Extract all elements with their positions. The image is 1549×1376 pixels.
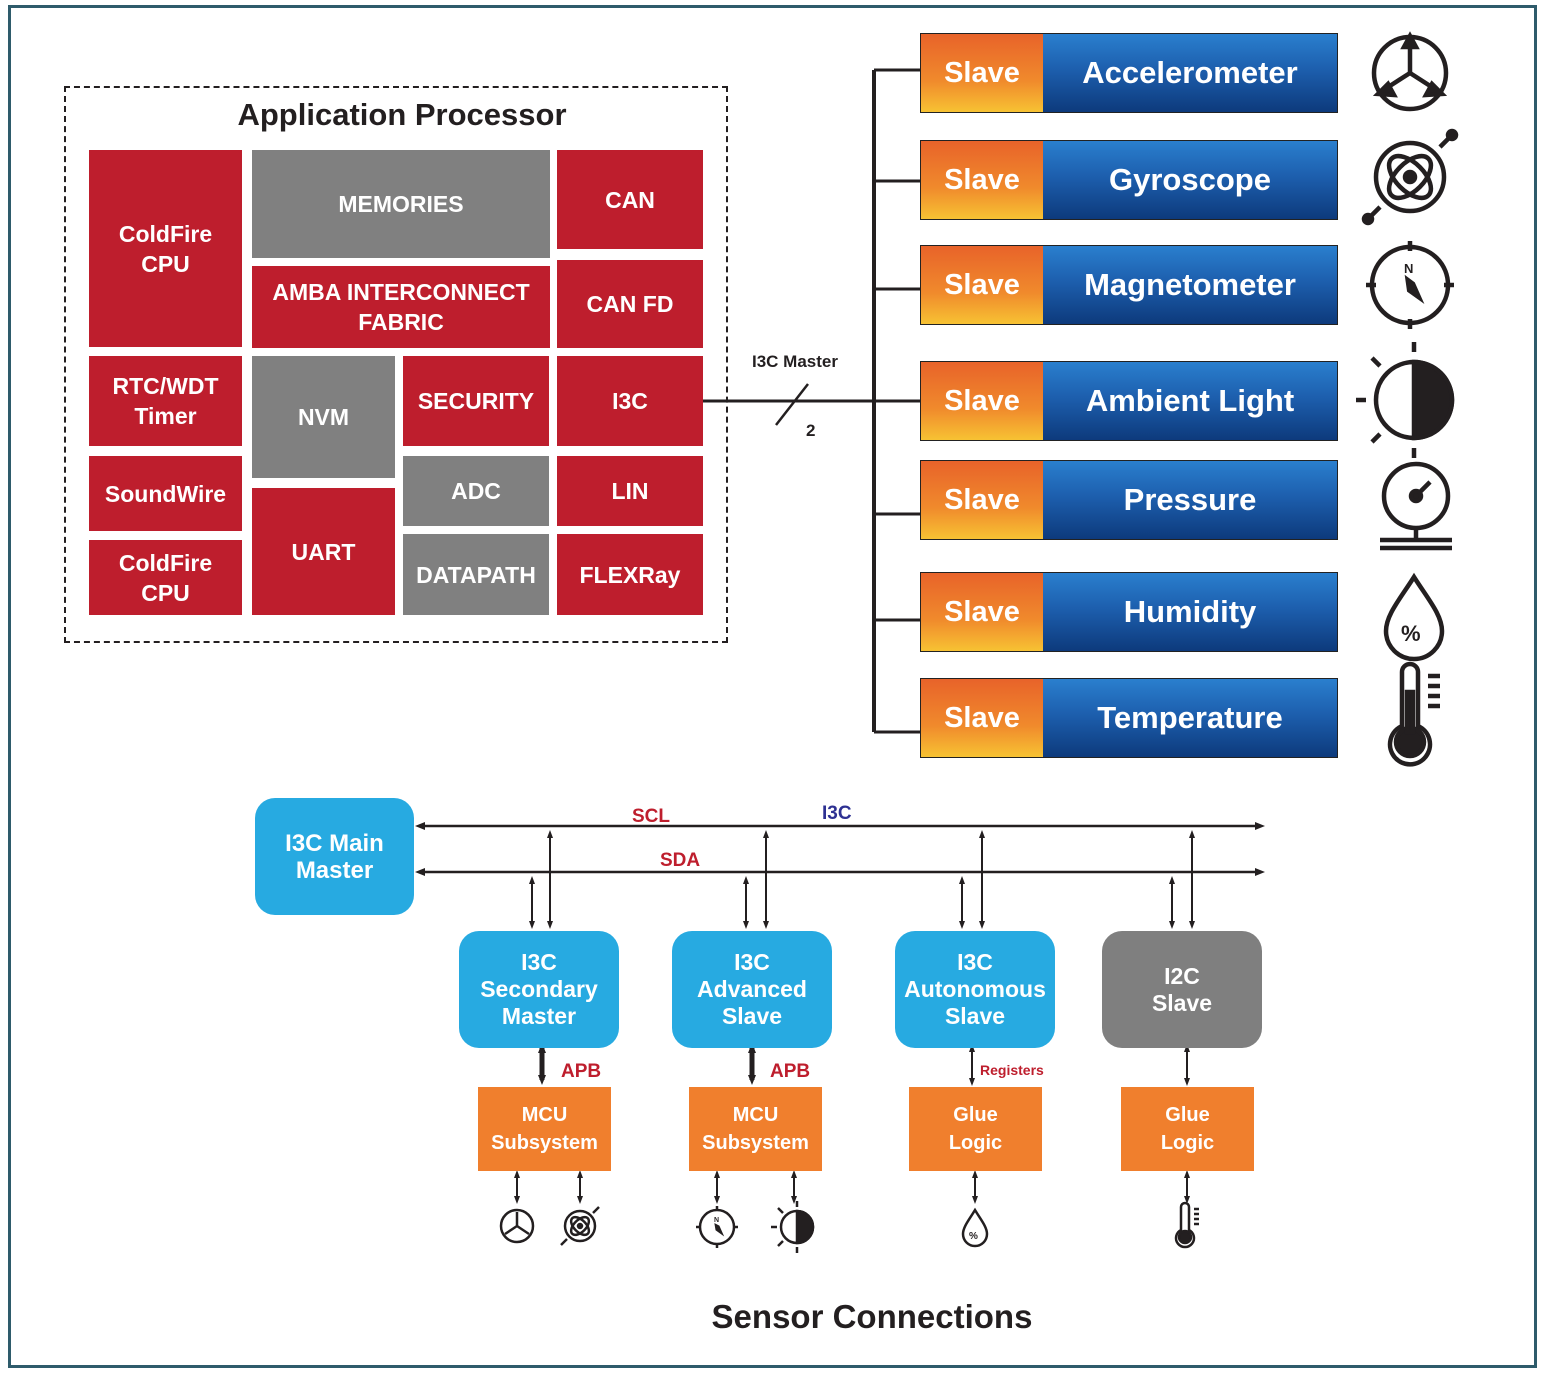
app-processor-title: Application Processor [237, 97, 567, 132]
sensor-icons-column: N % [1356, 31, 1459, 767]
apb-label: APB [561, 1061, 602, 1082]
can-block: CAN [557, 150, 703, 249]
sensor-name: Ambient Light [1043, 362, 1337, 440]
sensor-name: Pressure [1043, 461, 1337, 539]
slave-label: Slave [921, 34, 1043, 112]
sensor-name: Gyroscope [1043, 141, 1337, 219]
sensor-name: Magnetometer [1043, 246, 1337, 324]
sensor-row-humidity: Slave Humidity [920, 572, 1338, 652]
soundwire-block: SoundWire [89, 456, 242, 531]
accelerometer-icon [1371, 31, 1449, 112]
sensor-row-ambient-light: Slave Ambient Light [920, 361, 1338, 441]
app-processor-boundary [64, 86, 728, 643]
humidity-drop-icon: % [1383, 572, 1445, 662]
footer-title: Sensor Connections [711, 1298, 1033, 1335]
pressure-gauge-icon [1380, 461, 1452, 551]
slave-label: Slave [921, 141, 1043, 219]
glue-logic-block: Glue Logic [909, 1087, 1042, 1171]
sda-label: SDA [660, 850, 701, 871]
thermometer-icon [1387, 661, 1440, 767]
i3c-autonomous-slave-node: I3C Autonomous Slave [895, 931, 1055, 1048]
humidity-drop-icon: % [961, 1207, 989, 1248]
coldfire-cpu-block-2: ColdFire CPU [89, 540, 242, 615]
memories-block: MEMORIES [252, 150, 550, 258]
i3c-bus-lines: N % [415, 822, 1265, 1253]
thermometer-icon [1174, 1201, 1199, 1249]
sensor-row-temperature: Slave Temperature [920, 678, 1338, 758]
uart-block: UART [252, 488, 395, 615]
i3c-master-label: I3C Master [752, 352, 838, 371]
ambient-light-icon [771, 1201, 815, 1253]
i3c-advanced-slave-node: I3C Advanced Slave [672, 931, 832, 1048]
i3c-block: I3C [557, 356, 703, 446]
i3c-secondary-master-node: I3C Secondary Master [459, 931, 619, 1048]
slave-label: Slave [921, 461, 1043, 539]
i2c-slave-node: I2C Slave [1102, 931, 1262, 1048]
bus-width-label: 2 [806, 421, 816, 440]
datapath-block: DATAPATH [403, 534, 549, 615]
diagram-frame [8, 5, 1537, 1368]
mcu-subsystem-block: MCU Subsystem [478, 1087, 611, 1171]
gyroscope-icon [560, 1206, 600, 1246]
glue-logic-block: Glue Logic [1121, 1087, 1254, 1171]
i3c-bus-label: I3C [822, 803, 852, 824]
mcu-subsystem-block: MCU Subsystem [689, 1087, 822, 1171]
svg-text:N: N [1404, 261, 1413, 276]
sensor-row-magnetometer: Slave Magnetometer [920, 245, 1338, 325]
sensor-row-gyroscope: Slave Gyroscope [920, 140, 1338, 220]
sensor-name: Accelerometer [1043, 34, 1337, 112]
i3c-main-master-node: I3C Main Master [255, 798, 414, 915]
slave-label: Slave [921, 573, 1043, 651]
sensor-name: Humidity [1043, 573, 1337, 651]
slave-label: Slave [921, 679, 1043, 757]
adc-block: ADC [403, 456, 549, 526]
sensor-row-pressure: Slave Pressure [920, 460, 1338, 540]
amba-interconnect-block: AMBA INTERCONNECT FABRIC [252, 266, 550, 348]
slave-label: Slave [921, 362, 1043, 440]
rtc-wdt-timer-block: RTC/WDT Timer [89, 356, 242, 446]
sensor-name: Temperature [1043, 679, 1337, 757]
svg-text:%: % [969, 1231, 978, 1242]
compass-icon: N [696, 1206, 738, 1248]
security-block: SECURITY [403, 356, 549, 446]
registers-label: Registers [980, 1062, 1044, 1078]
can-fd-block: CAN FD [557, 260, 703, 348]
ambient-light-icon [1356, 342, 1455, 458]
svg-text:%: % [1401, 621, 1421, 646]
slave-label: Slave [921, 246, 1043, 324]
accelerometer-icon [499, 1208, 535, 1244]
lin-block: LIN [557, 456, 703, 526]
gyroscope-icon [1361, 128, 1459, 226]
sensor-row-accelerometer: Slave Accelerometer [920, 33, 1338, 113]
apb-label: APB [770, 1061, 811, 1082]
svg-text:N: N [714, 1217, 719, 1224]
compass-icon: N [1366, 241, 1454, 329]
i3c-bus-wiring [703, 68, 920, 734]
coldfire-cpu-block: ColdFire CPU [89, 150, 242, 347]
nvm-block: NVM [252, 356, 395, 478]
flexray-block: FLEXRay [557, 534, 703, 615]
scl-label: SCL [632, 806, 670, 827]
